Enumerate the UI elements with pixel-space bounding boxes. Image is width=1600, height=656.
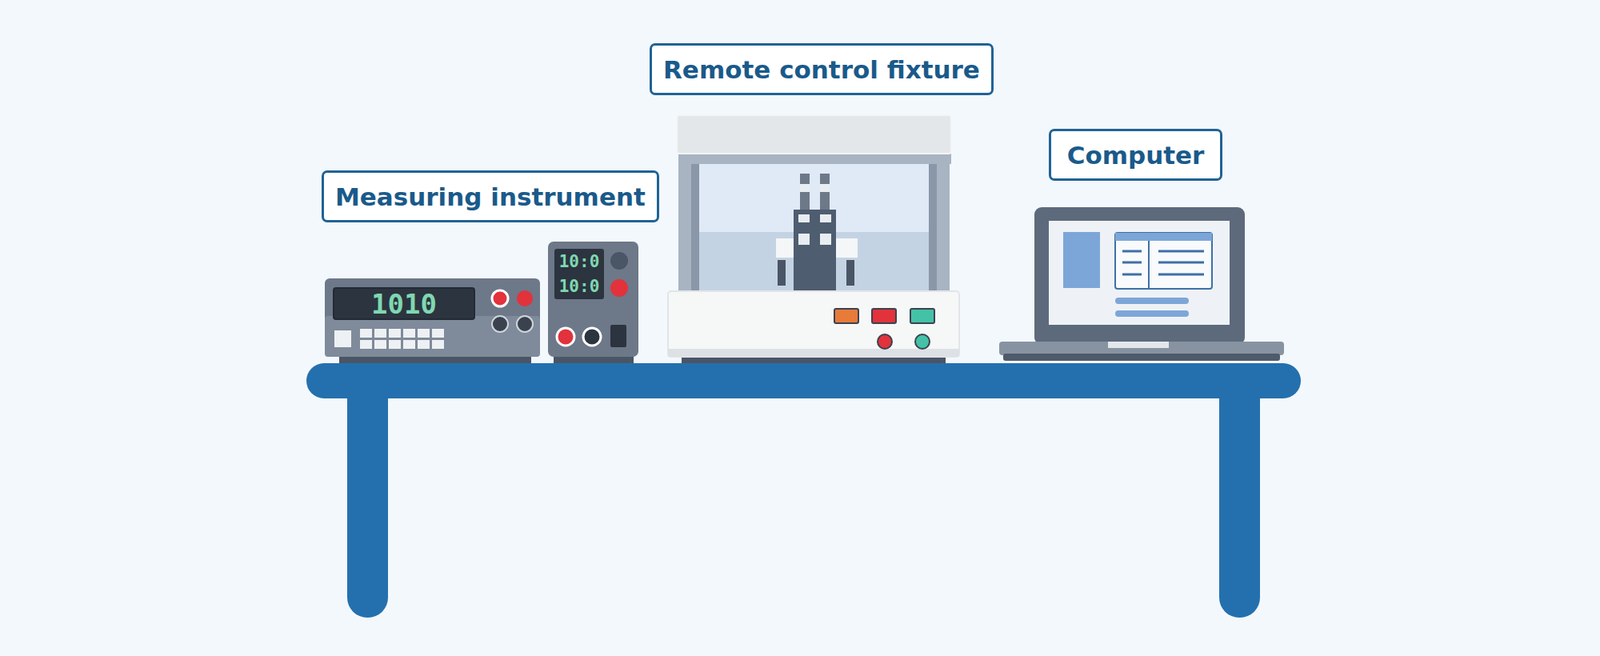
- screen-panel: [1063, 232, 1100, 288]
- instrument-display: [554, 248, 604, 300]
- laptop-screen: [1048, 220, 1230, 325]
- callout-label: Computer: [1067, 140, 1205, 170]
- display-readout: 10:0: [554, 273, 604, 299]
- table-leg: [347, 376, 388, 618]
- display-readout: 10:0: [554, 248, 604, 274]
- instrument-jack: [492, 316, 508, 332]
- fixture-lamp: [877, 334, 892, 349]
- callout-box: Remote control fixture: [649, 43, 994, 96]
- test-fixture: [668, 115, 960, 364]
- fixture-beam: [678, 152, 952, 164]
- fixture-post: [777, 260, 786, 286]
- instrument-knob: [610, 252, 628, 270]
- power-switch: [610, 324, 627, 348]
- screen-bar: [1115, 297, 1189, 304]
- probe-detail: [820, 233, 832, 245]
- callout-label: Measuring instrument: [335, 182, 646, 212]
- fixture-pillar: [691, 164, 700, 292]
- screen-bar: [1115, 310, 1189, 317]
- fixture-window: [688, 160, 948, 292]
- fixture-pillar: [928, 164, 950, 292]
- instrument-body: [548, 241, 639, 357]
- callout-box: Computer: [1048, 128, 1223, 181]
- probe: [800, 173, 810, 214]
- power-supply: [548, 241, 639, 364]
- instrument-key: [334, 330, 352, 348]
- instrument-panel: [324, 316, 540, 357]
- laptop: [999, 207, 1284, 361]
- instrument-body: [324, 278, 540, 357]
- probe-band: [820, 184, 830, 192]
- fixture-post: [846, 260, 855, 286]
- display-readout: 1010: [333, 288, 475, 320]
- instrument-keypad: [360, 328, 444, 349]
- instrument-jack: [556, 328, 575, 346]
- screen-lines: [1122, 251, 1204, 275]
- instrument-jack: [583, 328, 601, 346]
- fixture-pillar: [678, 164, 700, 292]
- instrument-jack: [516, 316, 533, 332]
- fixture-roof: [676, 115, 952, 154]
- laptop-notch: [1108, 341, 1169, 348]
- probe-detail: [798, 233, 810, 245]
- fixture-button: [834, 308, 859, 324]
- callout-label: Remote control fixture: [663, 55, 980, 84]
- laptop-lid: [1034, 207, 1245, 345]
- screen-divider: [1148, 240, 1150, 289]
- fixture-button: [910, 308, 935, 324]
- probe-detail: [820, 214, 832, 223]
- probe-band: [800, 184, 810, 192]
- callout-box: Measuring instrument: [321, 170, 660, 223]
- instrument-button: [610, 279, 628, 297]
- screen-titlebar: [1115, 232, 1212, 241]
- laptop-base: [999, 341, 1284, 356]
- screen-window: [1115, 232, 1212, 289]
- table-top: [306, 363, 1301, 399]
- fixture-button: [872, 308, 896, 324]
- bench-meter: [324, 278, 540, 364]
- table-leg: [1219, 376, 1260, 618]
- probe: [820, 173, 830, 214]
- instrument-display: [333, 288, 475, 320]
- fixture-pillar: [928, 164, 937, 292]
- instrument-button: [492, 290, 508, 307]
- table: [306, 363, 1301, 618]
- instrument-button: [516, 290, 533, 307]
- laptop-base-edge: [1003, 353, 1280, 361]
- fixture-base: [668, 291, 960, 357]
- fixture-lamp: [915, 334, 930, 349]
- fixture-base-edge: [668, 348, 960, 357]
- probe-head: [793, 209, 836, 292]
- probe-detail: [798, 214, 810, 223]
